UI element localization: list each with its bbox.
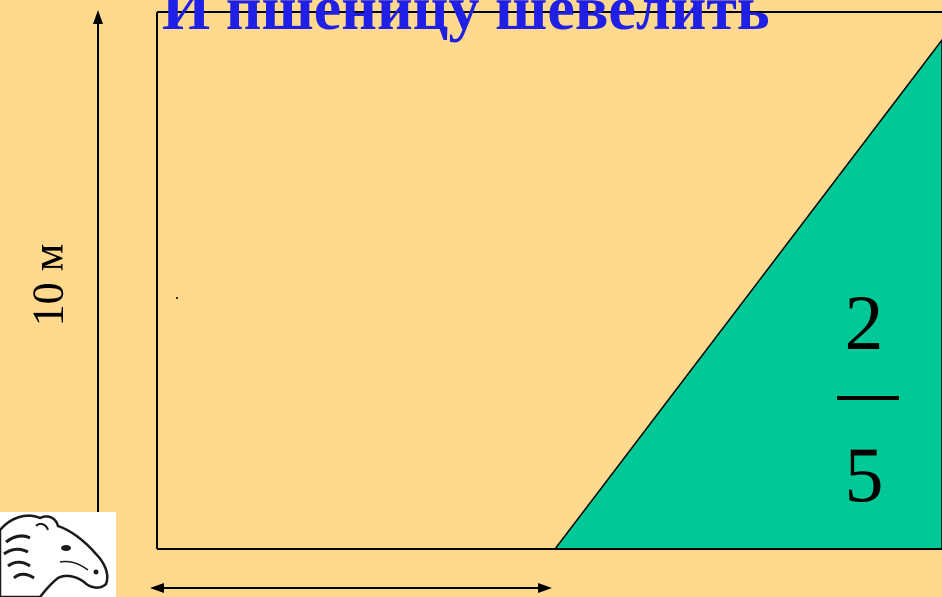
height-label: 10 м (23, 243, 73, 327)
height-arrow-head (93, 10, 103, 24)
fraction-bar (837, 396, 899, 400)
horse-head-icon (0, 512, 116, 597)
fraction-denominator: 5 (844, 431, 884, 518)
shaded-region (553, 38, 942, 550)
width-arrow-left-head (150, 583, 164, 593)
slide-title: И пшеницу шевелить (162, 0, 770, 43)
fraction-numerator: 2 (844, 279, 884, 366)
dot-marker (176, 297, 178, 299)
width-arrow-right-head (538, 583, 552, 593)
